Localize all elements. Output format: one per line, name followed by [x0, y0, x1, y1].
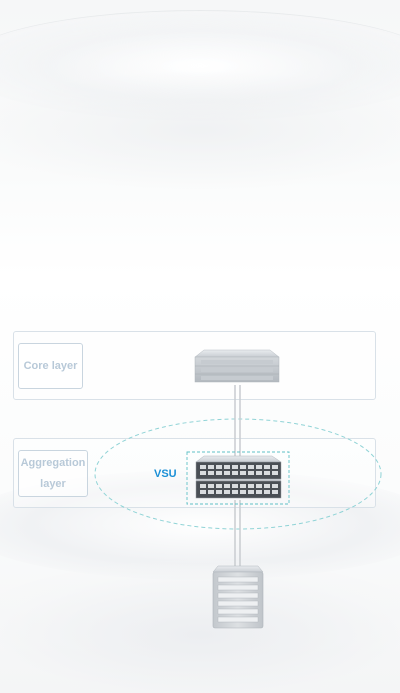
vsu-domain-ellipse — [94, 418, 382, 530]
link-core-to-aggregation — [234, 385, 241, 458]
aggregation-layer-panel: Aggregation layer — [13, 438, 376, 508]
core-layer-panel: Core layer — [13, 331, 376, 400]
vsu-group-box — [186, 451, 290, 505]
core-layer-label-text: Core layer — [23, 359, 78, 372]
core-layer-label: Core layer — [18, 343, 83, 389]
aggregation-layer-label-line1: Aggregation — [20, 456, 86, 469]
aggregation-layer-label-line2: layer — [40, 477, 66, 490]
aggregation-layer-label: Aggregation layer — [18, 450, 88, 497]
aggregation-switch-icon — [195, 455, 282, 499]
core-switch-icon — [194, 349, 280, 383]
vsu-label: VSU — [154, 468, 177, 480]
access-server-icon — [212, 565, 264, 629]
link-aggregation-to-access — [234, 500, 241, 570]
